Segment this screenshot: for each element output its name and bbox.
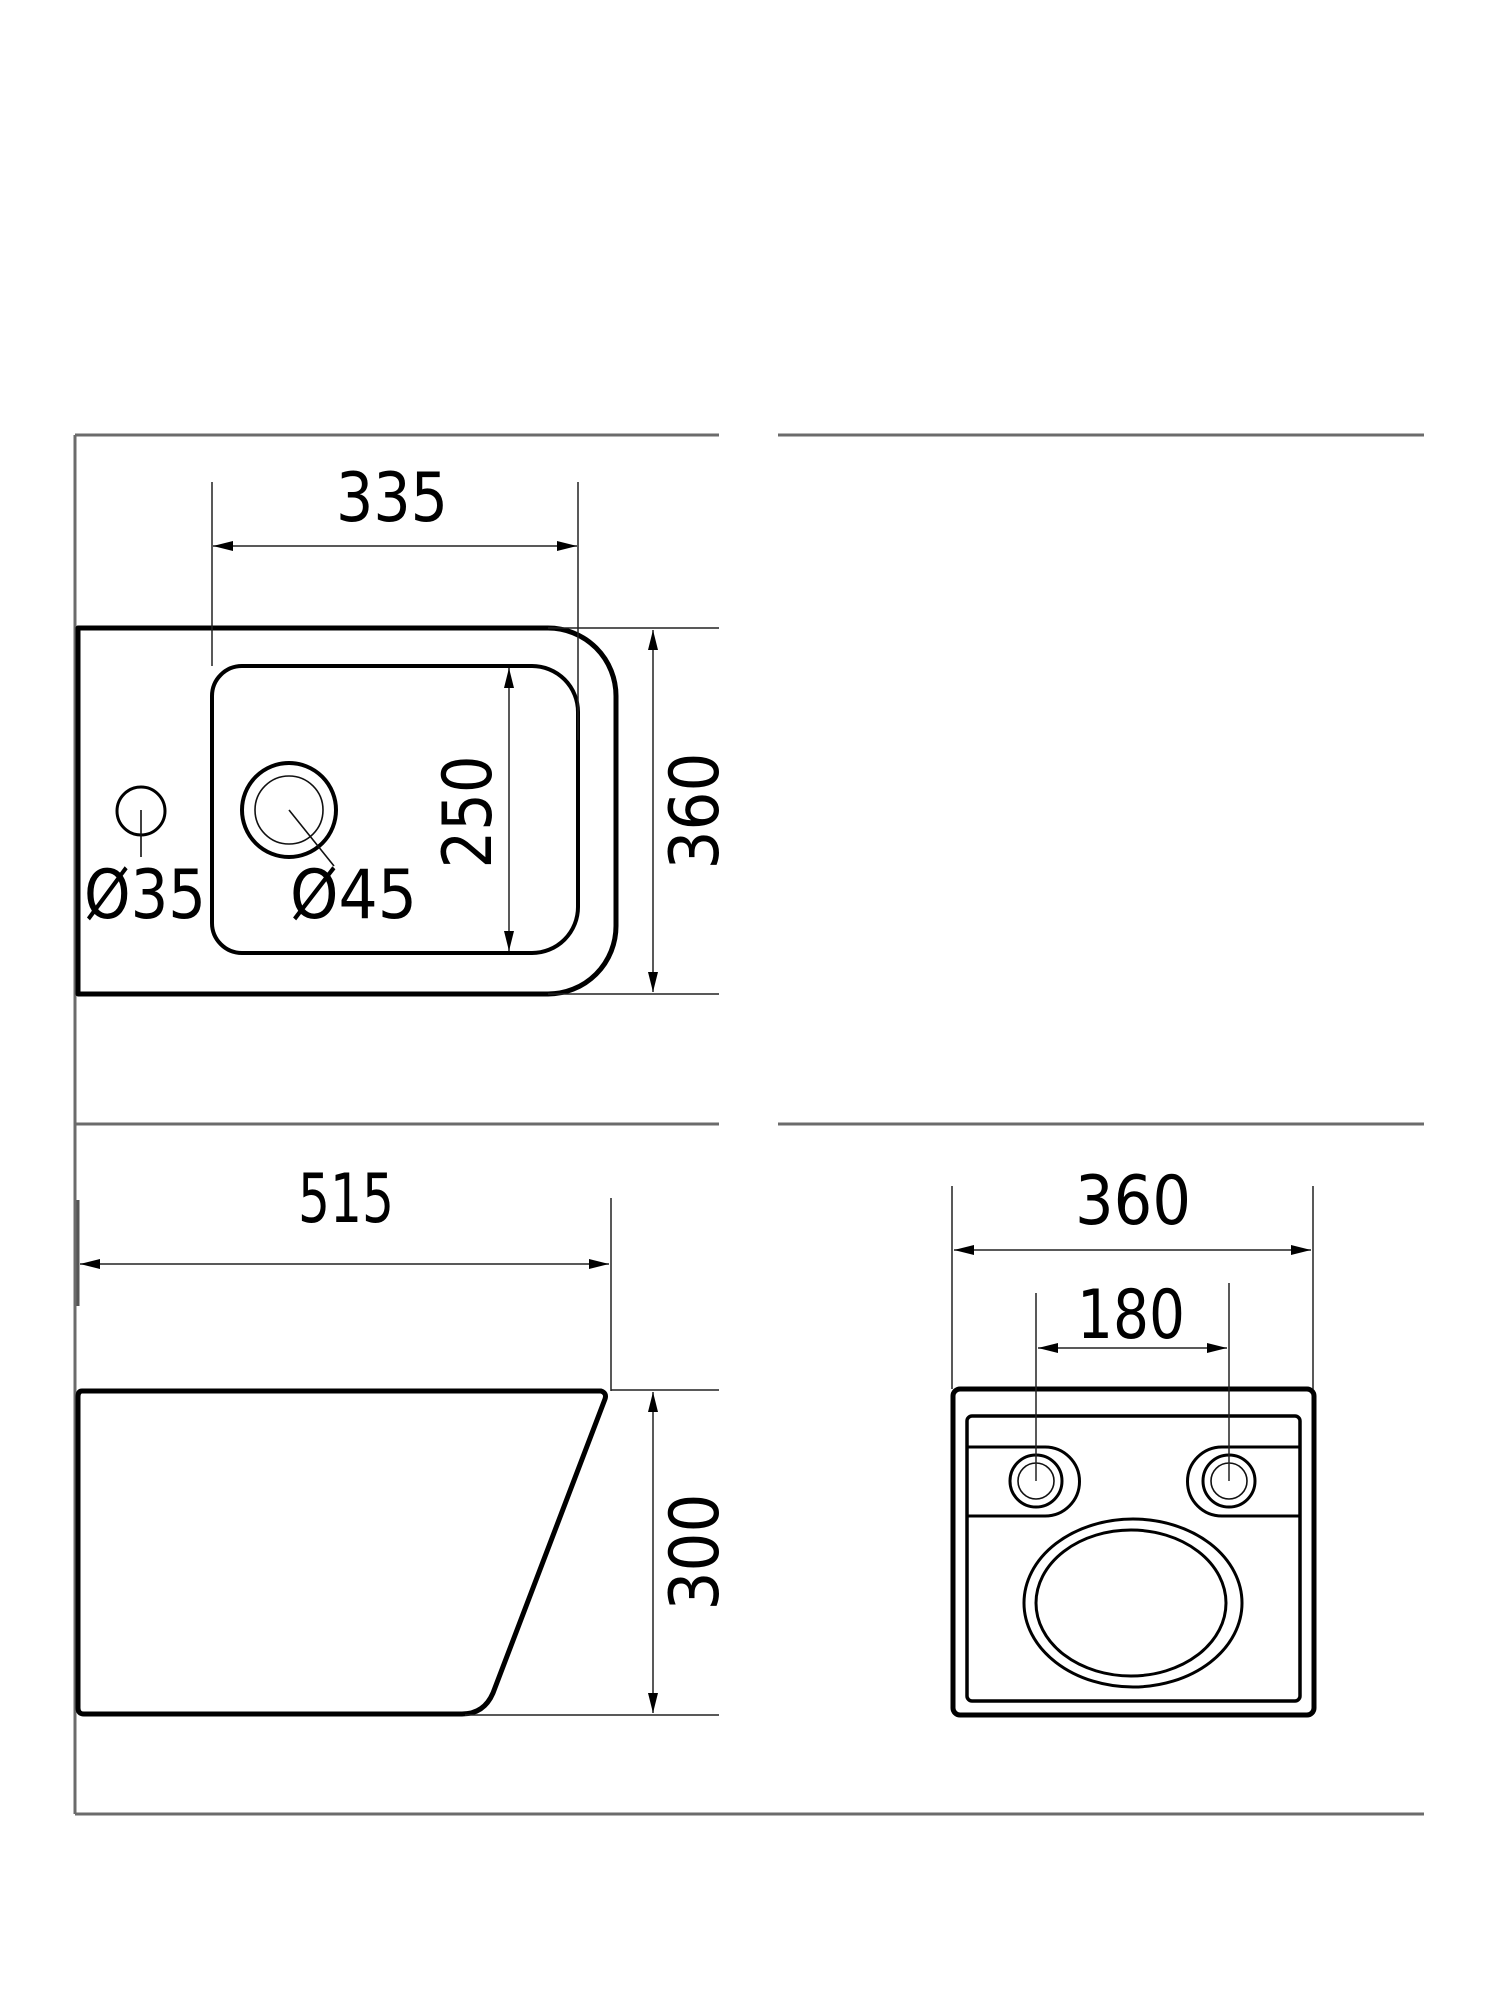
front-inner-panel bbox=[965, 1414, 1302, 1703]
plan-outer-body bbox=[75, 625, 619, 997]
dim-300-label: 300 bbox=[656, 1494, 735, 1611]
dim-515-label: 515 bbox=[298, 1160, 394, 1239]
plan-view: 335 250 360 Ø35 Ø45 bbox=[75, 459, 735, 997]
tap-hole-label: Ø35 bbox=[84, 856, 206, 935]
plan-inner-basin bbox=[210, 664, 580, 955]
drain-outer-circle bbox=[240, 761, 338, 859]
drawing-frame bbox=[73, 433, 1424, 1816]
dim-360-front-label: 360 bbox=[1075, 1162, 1191, 1241]
dim-250-label: 250 bbox=[429, 756, 508, 869]
mount-band-right bbox=[1186, 1445, 1300, 1518]
drain-label: Ø45 bbox=[290, 856, 417, 935]
dim-335-label: 335 bbox=[336, 459, 448, 538]
bowl-inner-oval bbox=[1034, 1528, 1228, 1678]
mount-band-left bbox=[967, 1445, 1081, 1518]
front-view: 360 180 bbox=[950, 1162, 1317, 1718]
dim-360-plan-label: 360 bbox=[656, 753, 735, 870]
dim-180-label: 180 bbox=[1077, 1276, 1185, 1355]
drain-inner-circle bbox=[254, 775, 324, 845]
side-view: 515 300 bbox=[75, 1160, 735, 1717]
bowl-outer-oval bbox=[1022, 1517, 1244, 1689]
drain-leader bbox=[288, 809, 335, 867]
front-outer-body bbox=[950, 1386, 1317, 1718]
side-body bbox=[75, 1388, 608, 1717]
